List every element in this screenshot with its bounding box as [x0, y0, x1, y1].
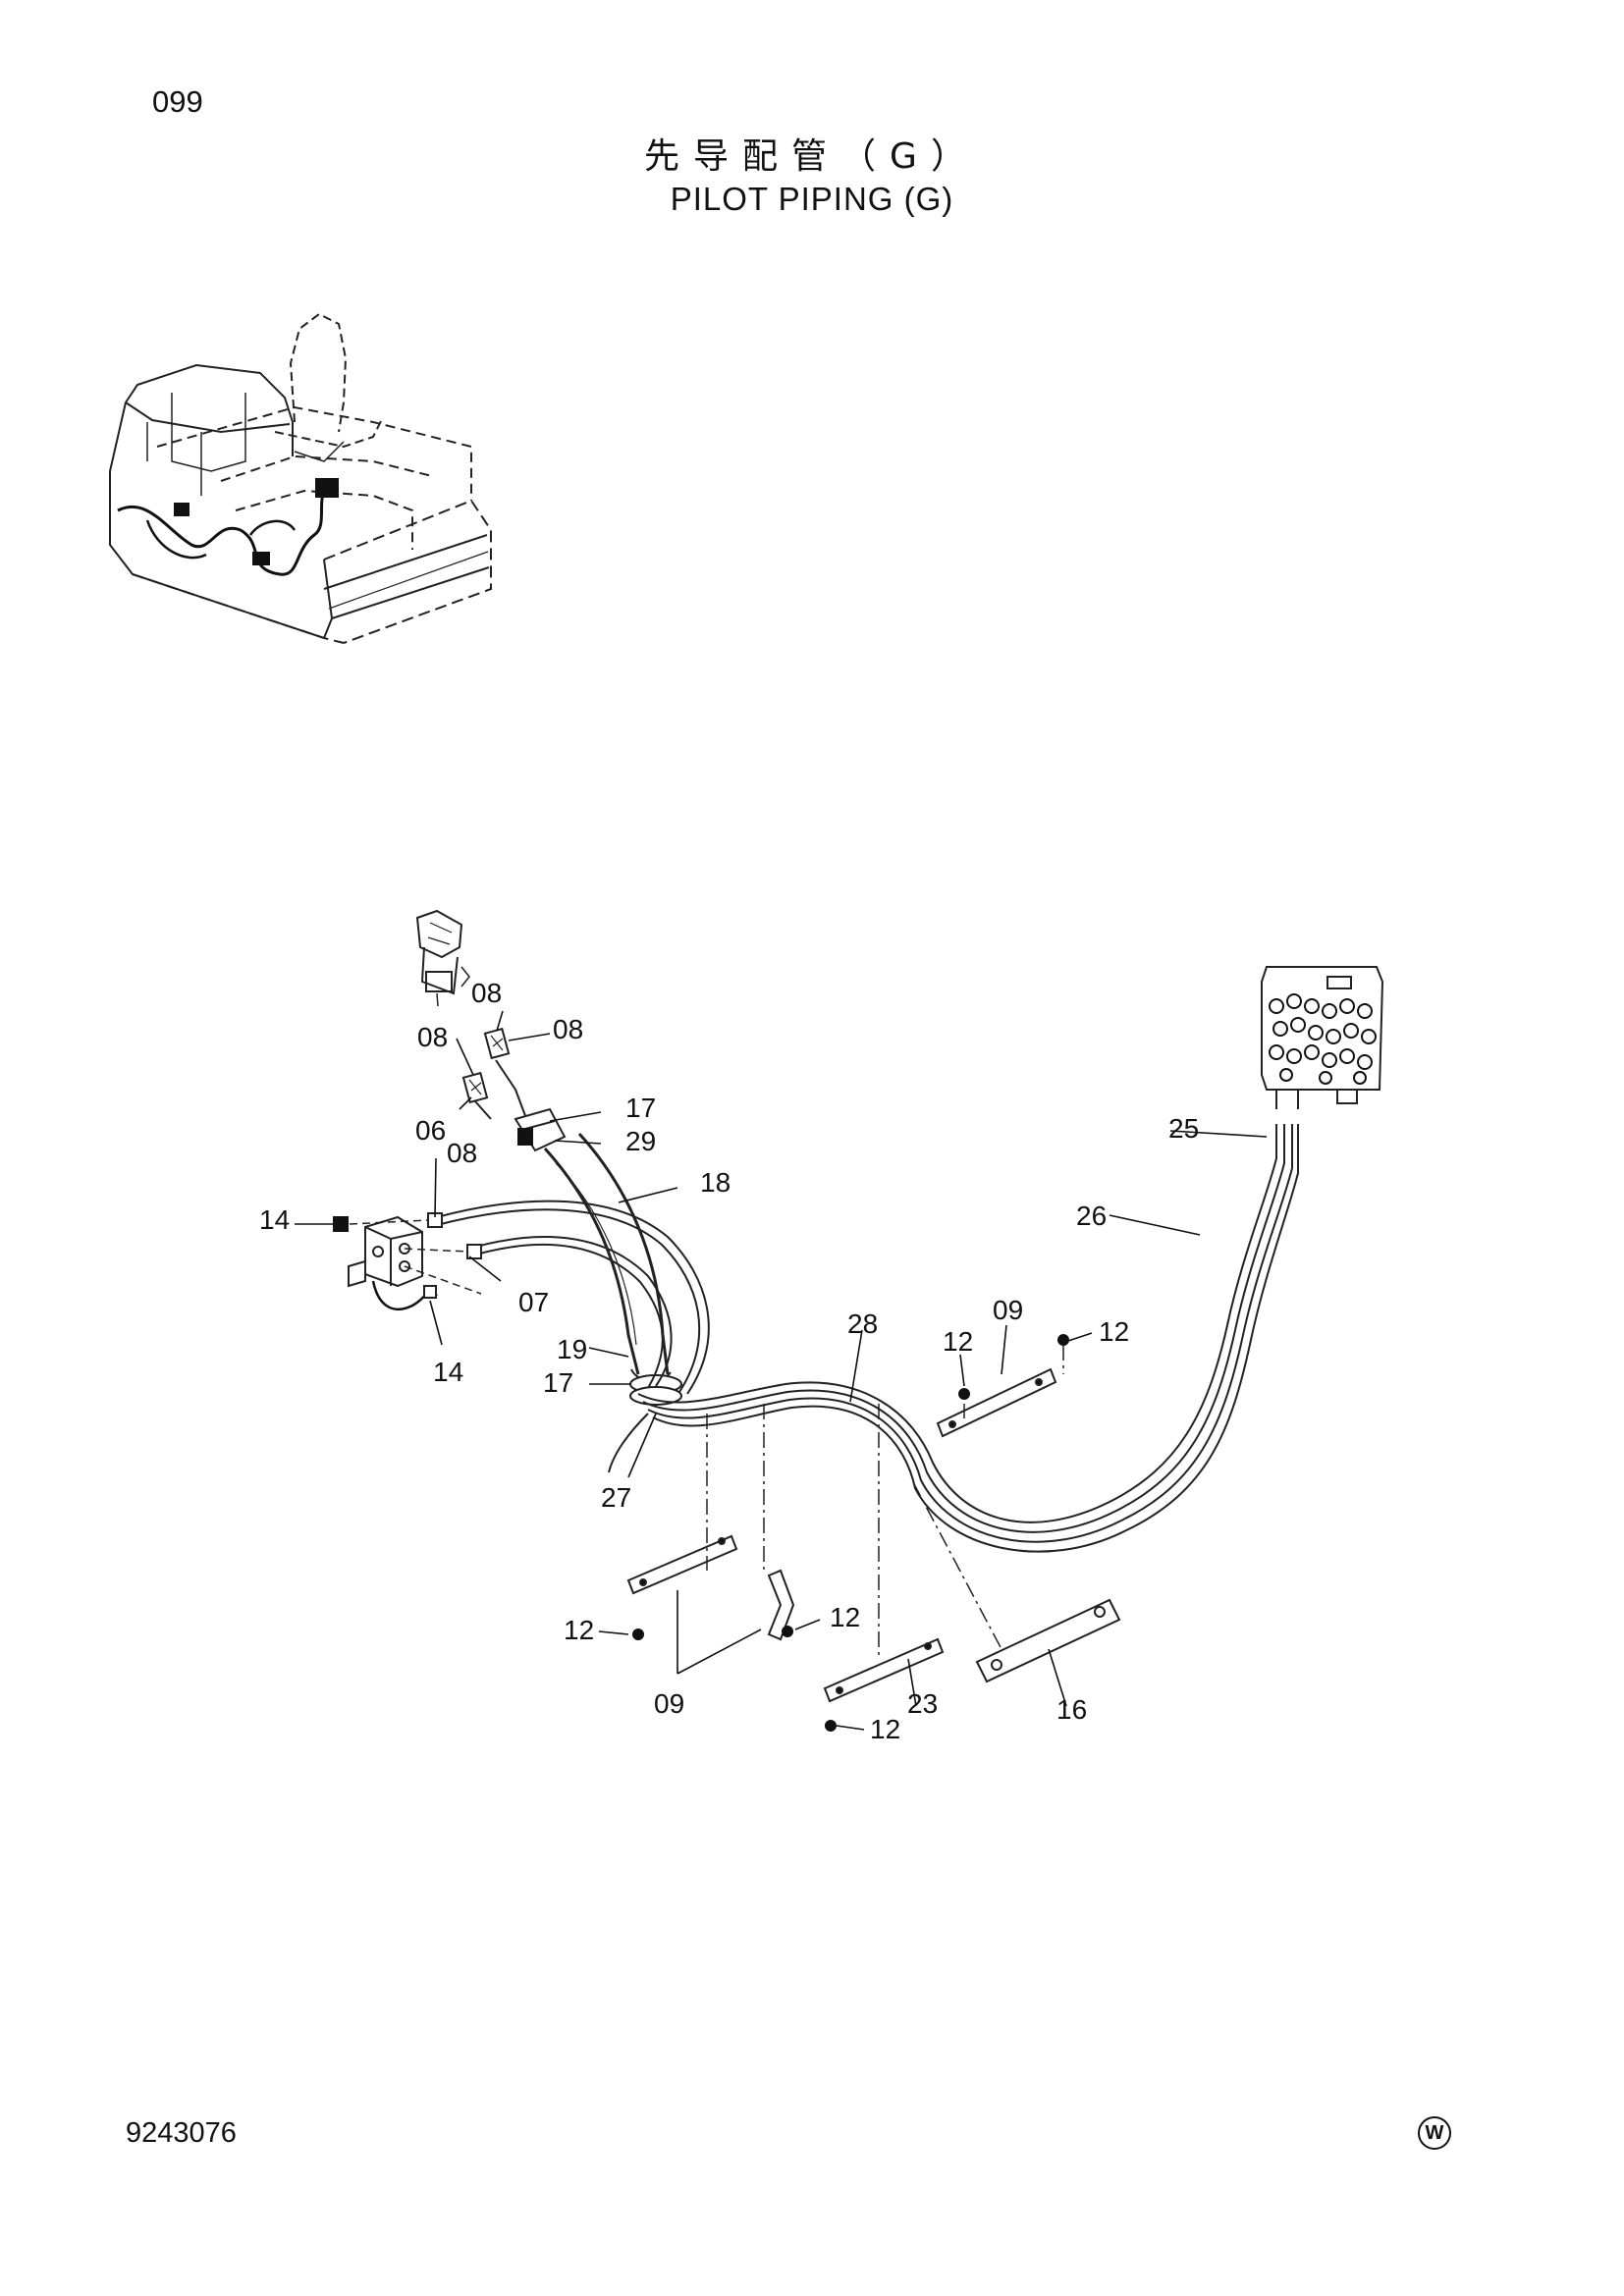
- callout-09: 09: [993, 1295, 1023, 1325]
- page-title-chinese: 先导配管（G）: [644, 136, 980, 177]
- callout-26: 26: [1076, 1201, 1107, 1231]
- callout-18: 18: [700, 1167, 731, 1198]
- callout-25: 25: [1168, 1113, 1199, 1144]
- bracket-09-lower-middle: [767, 1569, 795, 1641]
- circled-w-mark: W: [1418, 2116, 1451, 2150]
- callout-17: 17: [625, 1093, 656, 1123]
- callout-07: 07: [518, 1287, 549, 1317]
- pilot-valve-component: [415, 909, 470, 1007]
- callout-08: 08: [471, 978, 502, 1008]
- clamp-17-29-top: [514, 1107, 567, 1152]
- document-number: 9243076: [126, 2117, 237, 2149]
- bolt-12-group: [632, 1334, 1069, 1732]
- callout-29: 29: [625, 1126, 656, 1156]
- callout-09: 09: [654, 1688, 684, 1719]
- callout-27: 27: [601, 1482, 631, 1513]
- callout-23: 23: [907, 1688, 938, 1719]
- callout-labels: 08 08 08 08 17 29 06 18 14 07 14 25 26 0…: [259, 978, 1199, 1744]
- control-valve-block: [1261, 966, 1384, 1109]
- callout-16: 16: [1056, 1694, 1087, 1725]
- page-number: 099: [152, 84, 203, 119]
- callout-12: 12: [830, 1602, 860, 1632]
- pilot-block-component: [333, 1212, 482, 1311]
- alignment-lines: [706, 1345, 1064, 1659]
- callout-08: 08: [553, 1014, 583, 1044]
- callout-12: 12: [1099, 1316, 1129, 1347]
- callout-17: 17: [543, 1367, 573, 1398]
- bracket-09-upper-right: [936, 1367, 1057, 1438]
- callout-14: 14: [433, 1357, 463, 1387]
- machine-overview-illustration: [109, 312, 492, 644]
- callout-12: 12: [870, 1714, 900, 1744]
- page-title-english: PILOT PIPING (G): [670, 181, 954, 217]
- callout-12: 12: [943, 1326, 973, 1357]
- bracket-09-lower-left: [626, 1534, 738, 1595]
- leader-lines: [295, 1010, 1268, 1731]
- protective-hose-18: [543, 1132, 672, 1382]
- callout-08: 08: [447, 1138, 477, 1168]
- callout-19: 19: [557, 1334, 587, 1364]
- bracket-16: [975, 1598, 1121, 1683]
- callout-06: 06: [415, 1115, 446, 1146]
- hose-bundle: [436, 1124, 1299, 1553]
- fitting-08-group: [461, 1027, 531, 1130]
- pilot-piping-assembly: [333, 909, 1384, 1732]
- callout-14: 14: [259, 1204, 290, 1235]
- bracket-23: [823, 1637, 945, 1703]
- callout-08: 08: [417, 1022, 448, 1052]
- clamp-19-17-bottom: [629, 1374, 682, 1406]
- callout-28: 28: [847, 1308, 878, 1339]
- callout-12: 12: [564, 1615, 594, 1645]
